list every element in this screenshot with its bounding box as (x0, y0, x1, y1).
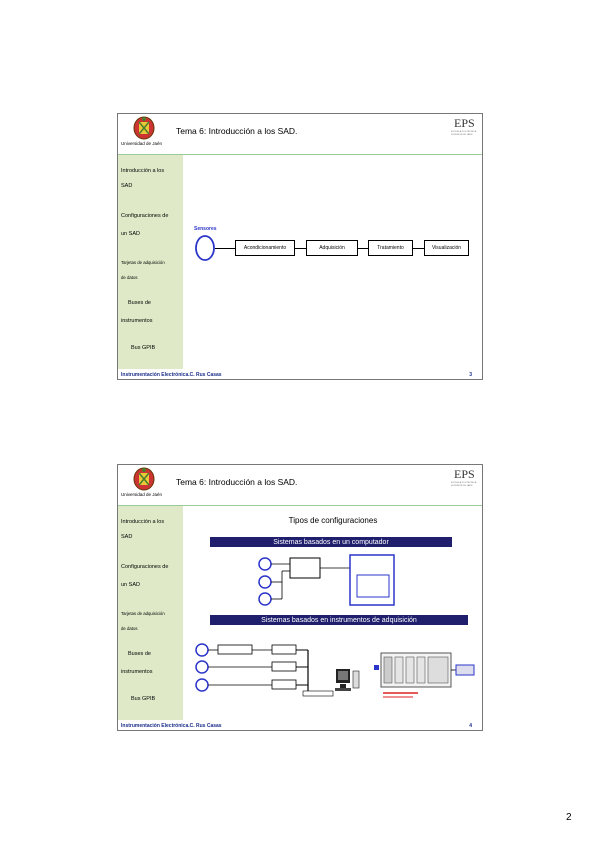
sidebar-item: Bus GPIB (131, 345, 156, 351)
slide-footer: Instrumentación Electrónica.C. Rus Casas (121, 372, 222, 378)
sidebar-item: Tarjetas de adquisición (121, 611, 165, 616)
sidebar-item: SAD (121, 534, 133, 540)
sensor-icon (195, 235, 215, 261)
sidebar-item: Introducción a los (121, 519, 165, 525)
connector-line (358, 248, 368, 249)
university-name: Universidad de Jaén (121, 141, 163, 146)
block-adquisicion: Adquisición (306, 240, 358, 256)
sidebar-item: Configuraciones de (121, 213, 169, 219)
block-tratamiento: Tratamiento (368, 240, 413, 256)
page-number: 2 (566, 812, 572, 823)
sidebar-item: de datos (121, 275, 138, 280)
computer-system-diagram (258, 554, 395, 606)
sidebar-item: un SAD (121, 231, 140, 237)
sidebar-item: Tarjetas de adquisición (121, 260, 165, 265)
sidebar-item: de datos (121, 626, 138, 631)
eps-subtitle: ESCUELA POLITÉCNICA SUPERIOR DE JAÉN (451, 131, 477, 136)
slide-content: Sensores Acondicionamiento Adquisición T… (184, 155, 482, 369)
slide-number: 3 (469, 372, 472, 378)
block-visualizacion: Visualización (424, 240, 469, 256)
sidebar-item: Buses de (128, 651, 151, 657)
section-bar-computer: Sistemas basados en un computador (210, 537, 452, 547)
sidebar-item: Bus GPIB (131, 696, 156, 702)
sidebar-item: instrumentos (121, 318, 153, 324)
sidebar-item: Buses de (128, 300, 151, 306)
connector-line (413, 248, 424, 249)
eps-subtitle: ESCUELA POLITÉCNICA SUPERIOR DE JAÉN (451, 482, 477, 487)
eps-label: EPS (454, 467, 475, 481)
slide-3: Universidad de Jaén Tema 6: Introducción… (117, 113, 483, 380)
slide-footer: Instrumentación Electrónica.C. Rus Casas (121, 723, 222, 729)
slide-4: Universidad de Jaén Tema 6: Introducción… (117, 464, 483, 731)
eps-label: EPS (454, 116, 475, 130)
block-acondicionamiento: Acondicionamiento (235, 240, 295, 256)
sidebar-item: Configuraciones de (121, 564, 169, 570)
connector-line (295, 248, 306, 249)
sidebar-item: SAD (121, 183, 133, 189)
university-logo-icon (133, 467, 155, 491)
slide-content: Tipos de configuraciones Sistemas basado… (184, 506, 482, 720)
section-heading: Tipos de configuraciones (288, 516, 378, 525)
sensors-label: Sensores (194, 226, 217, 232)
section-bar-instruments: Sistemas basados en instrumentos de adqu… (210, 615, 468, 625)
eps-logo: EPS ESCUELA POLITÉCNICA SUPERIOR DE JAÉN (451, 467, 481, 495)
slide-number: 4 (469, 723, 472, 729)
slide-title: Tema 6: Introducción a los SAD. (176, 477, 298, 487)
sidebar-item: un SAD (121, 582, 140, 588)
instruments-system-diagram (195, 643, 475, 698)
slide-title: Tema 6: Introducción a los SAD. (176, 126, 298, 136)
connector-line (215, 248, 235, 249)
university-name: Universidad de Jaén (121, 492, 163, 497)
sidebar: Introducción a los SAD Configuraciones d… (118, 506, 183, 720)
university-logo-icon (133, 116, 155, 140)
eps-logo: EPS ESCUELA POLITÉCNICA SUPERIOR DE JAÉN (451, 116, 481, 144)
sidebar-item: Introducción a los (121, 168, 165, 174)
slide-header: Universidad de Jaén Tema 6: Introducción… (118, 114, 482, 155)
sidebar: Introducción a los SAD Configuraciones d… (118, 155, 183, 369)
sidebar-item: instrumentos (121, 669, 153, 675)
slide-header: Universidad de Jaén Tema 6: Introducción… (118, 465, 482, 506)
